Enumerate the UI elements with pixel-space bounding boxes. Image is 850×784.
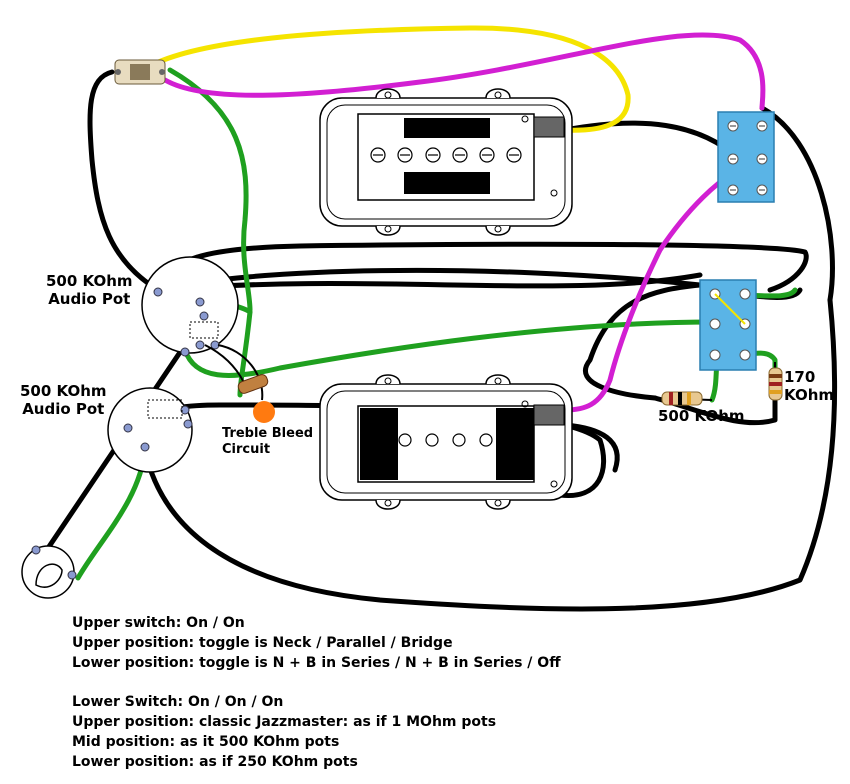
- neck-pickup: [319, 88, 573, 236]
- lower-tone-pot: [107, 387, 193, 473]
- lower-pot-label: 500 KOhm Audio Pot: [20, 382, 107, 418]
- lower-switch-note-lower: Lower position: as if 250 KOhm pots: [72, 754, 358, 770]
- upper-switch: [717, 111, 775, 203]
- resistor-170k-label-line2: KOhm: [784, 386, 835, 404]
- treble-bleed-label: Treble Bleed Circuit: [222, 426, 313, 457]
- bridge-pickup: [319, 374, 573, 510]
- upper-switch-note-title: Upper switch: On / On: [72, 615, 245, 631]
- lower-switch: [699, 279, 757, 371]
- resistor-170k-label-line1: 170: [784, 368, 816, 386]
- lower-switch-note-upper: Upper position: classic Jazzmaster: as i…: [72, 714, 497, 730]
- lower-pot-label-line2: Audio Pot: [22, 400, 105, 418]
- switch-notes: Upper switch: On / On Upper position: to…: [72, 613, 561, 772]
- upper-pot-label-line2: Audio Pot: [48, 290, 131, 308]
- magenta-wires: [162, 32, 766, 413]
- yellow-wire: [147, 25, 631, 133]
- resistor-500k-label: 500 KOhm: [658, 407, 745, 425]
- pickup-toggle-switch: [114, 59, 166, 85]
- notes-spacer: [72, 673, 561, 692]
- upper-switch-note-upper: Upper position: toggle is Neck / Paralle…: [72, 635, 453, 651]
- output-jack: [21, 545, 77, 599]
- upper-pot-label-line1: 500 KOhm: [46, 272, 133, 290]
- upper-pot-label: 500 KOhm Audio Pot: [46, 272, 133, 308]
- treble-bleed-label-line1: Treble Bleed: [222, 426, 314, 441]
- lower-switch-note-mid: Mid position: as it 500 KOhm pots: [72, 734, 340, 750]
- treble-bleed-circuit: [204, 344, 275, 423]
- lower-switch-note-title: Lower Switch: On / On / On: [72, 694, 284, 710]
- upper-switch-note-lower: Lower position: toggle is N + B in Serie…: [72, 655, 561, 671]
- resistor-170k-label: 170 KOhm: [784, 368, 834, 404]
- resistor-170k: [768, 362, 783, 410]
- lower-pot-label-line1: 500 KOhm: [20, 382, 107, 400]
- resistor-500k: [649, 391, 713, 406]
- treble-bleed-label-line2: Circuit: [222, 441, 271, 457]
- upper-volume-pot: [141, 256, 239, 357]
